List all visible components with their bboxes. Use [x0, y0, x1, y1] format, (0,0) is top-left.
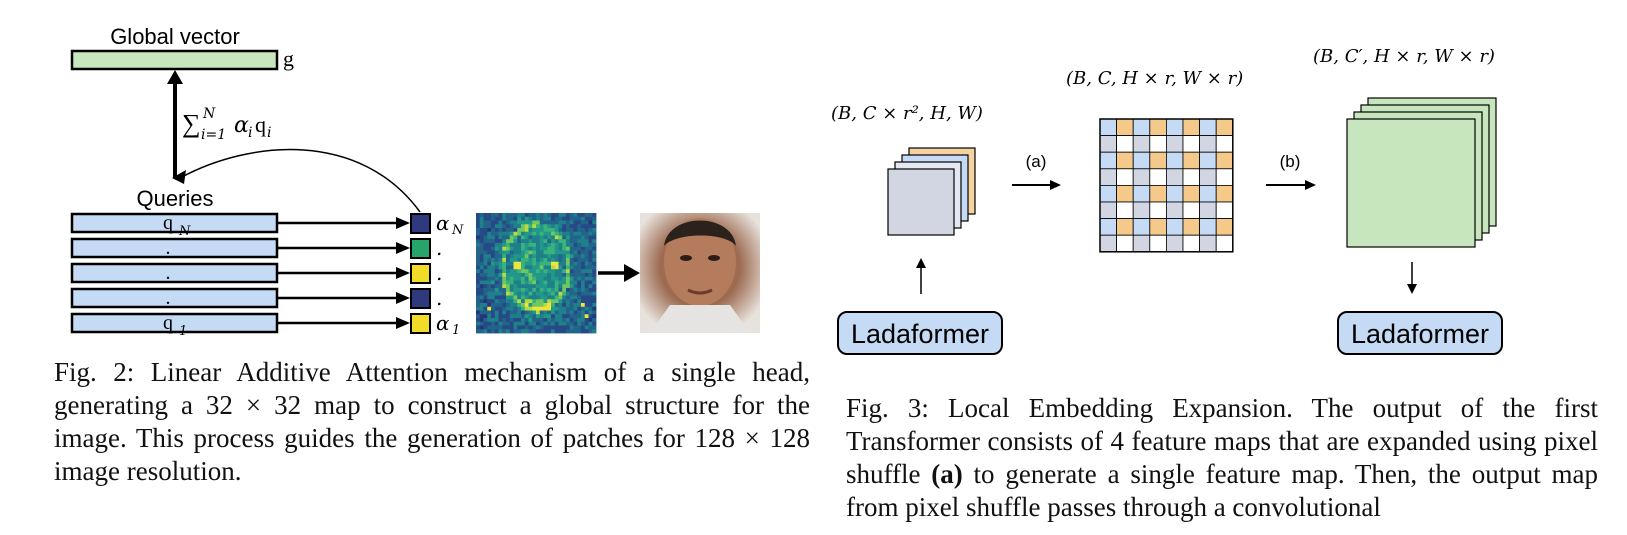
- input-feature-maps: [887, 147, 976, 236]
- alpha-label: α: [436, 211, 450, 235]
- weighted-sum-formula: ∑ N i=1 α i q i: [182, 106, 271, 143]
- attention-weight-square: [410, 263, 431, 284]
- step-b-label: (b): [1280, 152, 1301, 171]
- sum-lower-limit: i=1: [201, 127, 226, 143]
- ladaformer-right-label: Ladaformer: [1351, 319, 1489, 349]
- sum-upper-limit: N: [202, 106, 216, 122]
- fig2-diagram: Global vector g ∑ N i=1 α i q i Queries …: [70, 24, 760, 339]
- fig3-caption: Fig. 3: Local Embedding Expansion. The o…: [846, 392, 1598, 524]
- query-label-sub: 1: [179, 324, 187, 339]
- sum-arrow-head: [167, 70, 183, 84]
- q-term-sub: i: [267, 125, 271, 141]
- ladaformer-right-box: [1337, 311, 1503, 355]
- attention-heatmap: [476, 213, 597, 334]
- query-bar: [70, 212, 279, 234]
- generated-face-image: [640, 213, 760, 333]
- attention-weight-square: [410, 213, 431, 234]
- query-label: .: [166, 287, 171, 309]
- query-bar: [70, 312, 279, 334]
- step-a-arrowhead: [1050, 180, 1061, 190]
- query-bar: [70, 237, 279, 259]
- ladaformer-left-box: [837, 311, 1003, 355]
- alpha-label-sub: N: [451, 223, 464, 238]
- global-vector-bar: [70, 49, 279, 71]
- query-arrowhead: [396, 292, 410, 304]
- step-b-arrowhead: [1305, 180, 1316, 190]
- fig2-caption: Fig. 2: Linear Additive Attention mechan…: [54, 357, 810, 486]
- query-arrowhead: [396, 267, 410, 279]
- sigma-symbol: ∑: [182, 109, 201, 138]
- alpha-label: .: [436, 261, 442, 285]
- curved-attention-arrow: [179, 148, 421, 213]
- output-feature-map: [1346, 118, 1476, 248]
- query-bar: [70, 287, 279, 309]
- alpha-term: α: [234, 113, 249, 138]
- heatmap-to-face-arrowhead: [624, 264, 640, 282]
- query-bar: [70, 262, 279, 284]
- fig3-diagram: (B, C × r², H, W) (B, C, H × r, W × r) (…: [831, 46, 1503, 355]
- fig3-caption-part1: Fig. 3: Local Embedding Expansion. The o…: [846, 393, 1598, 489]
- query-label: .: [166, 237, 171, 259]
- attention-weight-square: [410, 288, 431, 309]
- fig3-caption-bold-a: (a): [931, 459, 963, 489]
- attention-weight-square: [410, 313, 431, 334]
- queries-label: Queries: [136, 186, 213, 211]
- alpha-term-sub: i: [248, 125, 252, 141]
- alpha-label: α: [436, 311, 450, 335]
- global-vector-label: Global vector: [110, 24, 240, 49]
- query-label: .: [166, 262, 171, 284]
- query-arrowhead: [396, 242, 410, 254]
- fig3-caption-part2: to generate a single feature map. Then, …: [846, 459, 1598, 522]
- ladaformer-left-label: Ladaformer: [851, 319, 989, 349]
- attention-weight-square: [410, 238, 431, 259]
- query-label-sub: N: [178, 224, 191, 239]
- query-arrowhead: [396, 217, 410, 229]
- alpha-label-sub: 1: [452, 323, 460, 338]
- query-label: q: [163, 212, 173, 234]
- right-down-arrowhead: [1407, 284, 1417, 294]
- curved-arrow-head: [172, 170, 186, 184]
- step-a-label: (a): [1026, 152, 1047, 171]
- q-term: q: [255, 112, 266, 137]
- pixel-shuffle-grid: [1099, 118, 1234, 253]
- output-feature-maps: [1346, 97, 1497, 248]
- input-feature-map: [887, 168, 955, 236]
- query-label: q: [163, 312, 173, 334]
- shape-middle-label: (B, C, H × r, W × r): [1066, 68, 1243, 89]
- shape-input-label: (B, C × r², H, W): [831, 103, 983, 124]
- shape-output-label: (B, C′, H × r, W × r): [1313, 46, 1495, 67]
- query-arrowhead: [396, 317, 410, 329]
- g-label: g: [283, 46, 294, 71]
- alpha-label: .: [436, 236, 442, 260]
- left-up-arrowhead: [916, 258, 926, 268]
- alpha-label: .: [436, 286, 442, 310]
